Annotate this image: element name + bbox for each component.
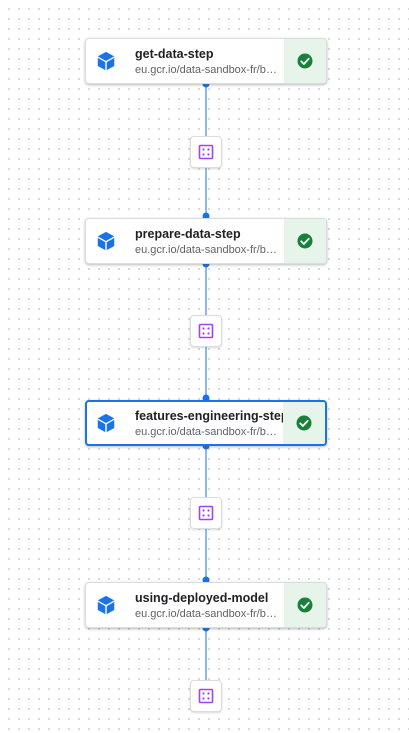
artifact-node[interactable] [190, 680, 222, 712]
pipeline-step-features-engineering-step[interactable]: features-engineering-step eu.gcr.io/data… [85, 400, 327, 446]
step-title: using-deployed-model [135, 591, 269, 605]
check-circle-icon [296, 415, 312, 431]
cube-icon [97, 51, 115, 71]
pipeline-step-get-data-step[interactable]: get-data-step eu.gcr.io/data-sandbox-fr/… [85, 38, 327, 84]
step-image: eu.gcr.io/data-sandbox-fr/base-image [135, 608, 281, 620]
artifact-node[interactable] [190, 497, 222, 529]
artifact-grid-icon [198, 323, 214, 339]
step-image: eu.gcr.io/data-sandbox-fr/base-image [135, 244, 281, 256]
check-circle-icon [297, 53, 313, 69]
cube-icon [97, 231, 115, 251]
check-circle-icon [297, 233, 313, 249]
step-image: eu.gcr.io/data-sandbox-fr/base-image [135, 64, 281, 76]
step-status-badge [284, 39, 326, 83]
step-title: features-engineering-step [135, 409, 289, 423]
pipeline-step-using-deployed-model[interactable]: using-deployed-model eu.gcr.io/data-sand… [85, 582, 327, 628]
step-title: get-data-step [135, 47, 214, 61]
artifact-grid-icon [198, 505, 214, 521]
pipeline-step-prepare-data-step[interactable]: prepare-data-step eu.gcr.io/data-sandbox… [85, 218, 327, 264]
cube-icon [97, 413, 115, 433]
artifact-grid-icon [198, 144, 214, 160]
artifact-node[interactable] [190, 136, 222, 168]
step-image: eu.gcr.io/data-sandbox-fr/base-image [135, 426, 281, 438]
step-status-badge [284, 219, 326, 263]
artifact-node[interactable] [190, 315, 222, 347]
step-status-badge [283, 402, 325, 444]
artifact-grid-icon [198, 688, 214, 704]
check-circle-icon [297, 597, 313, 613]
step-status-badge [284, 583, 326, 627]
cube-icon [97, 595, 115, 615]
step-title: prepare-data-step [135, 227, 241, 241]
